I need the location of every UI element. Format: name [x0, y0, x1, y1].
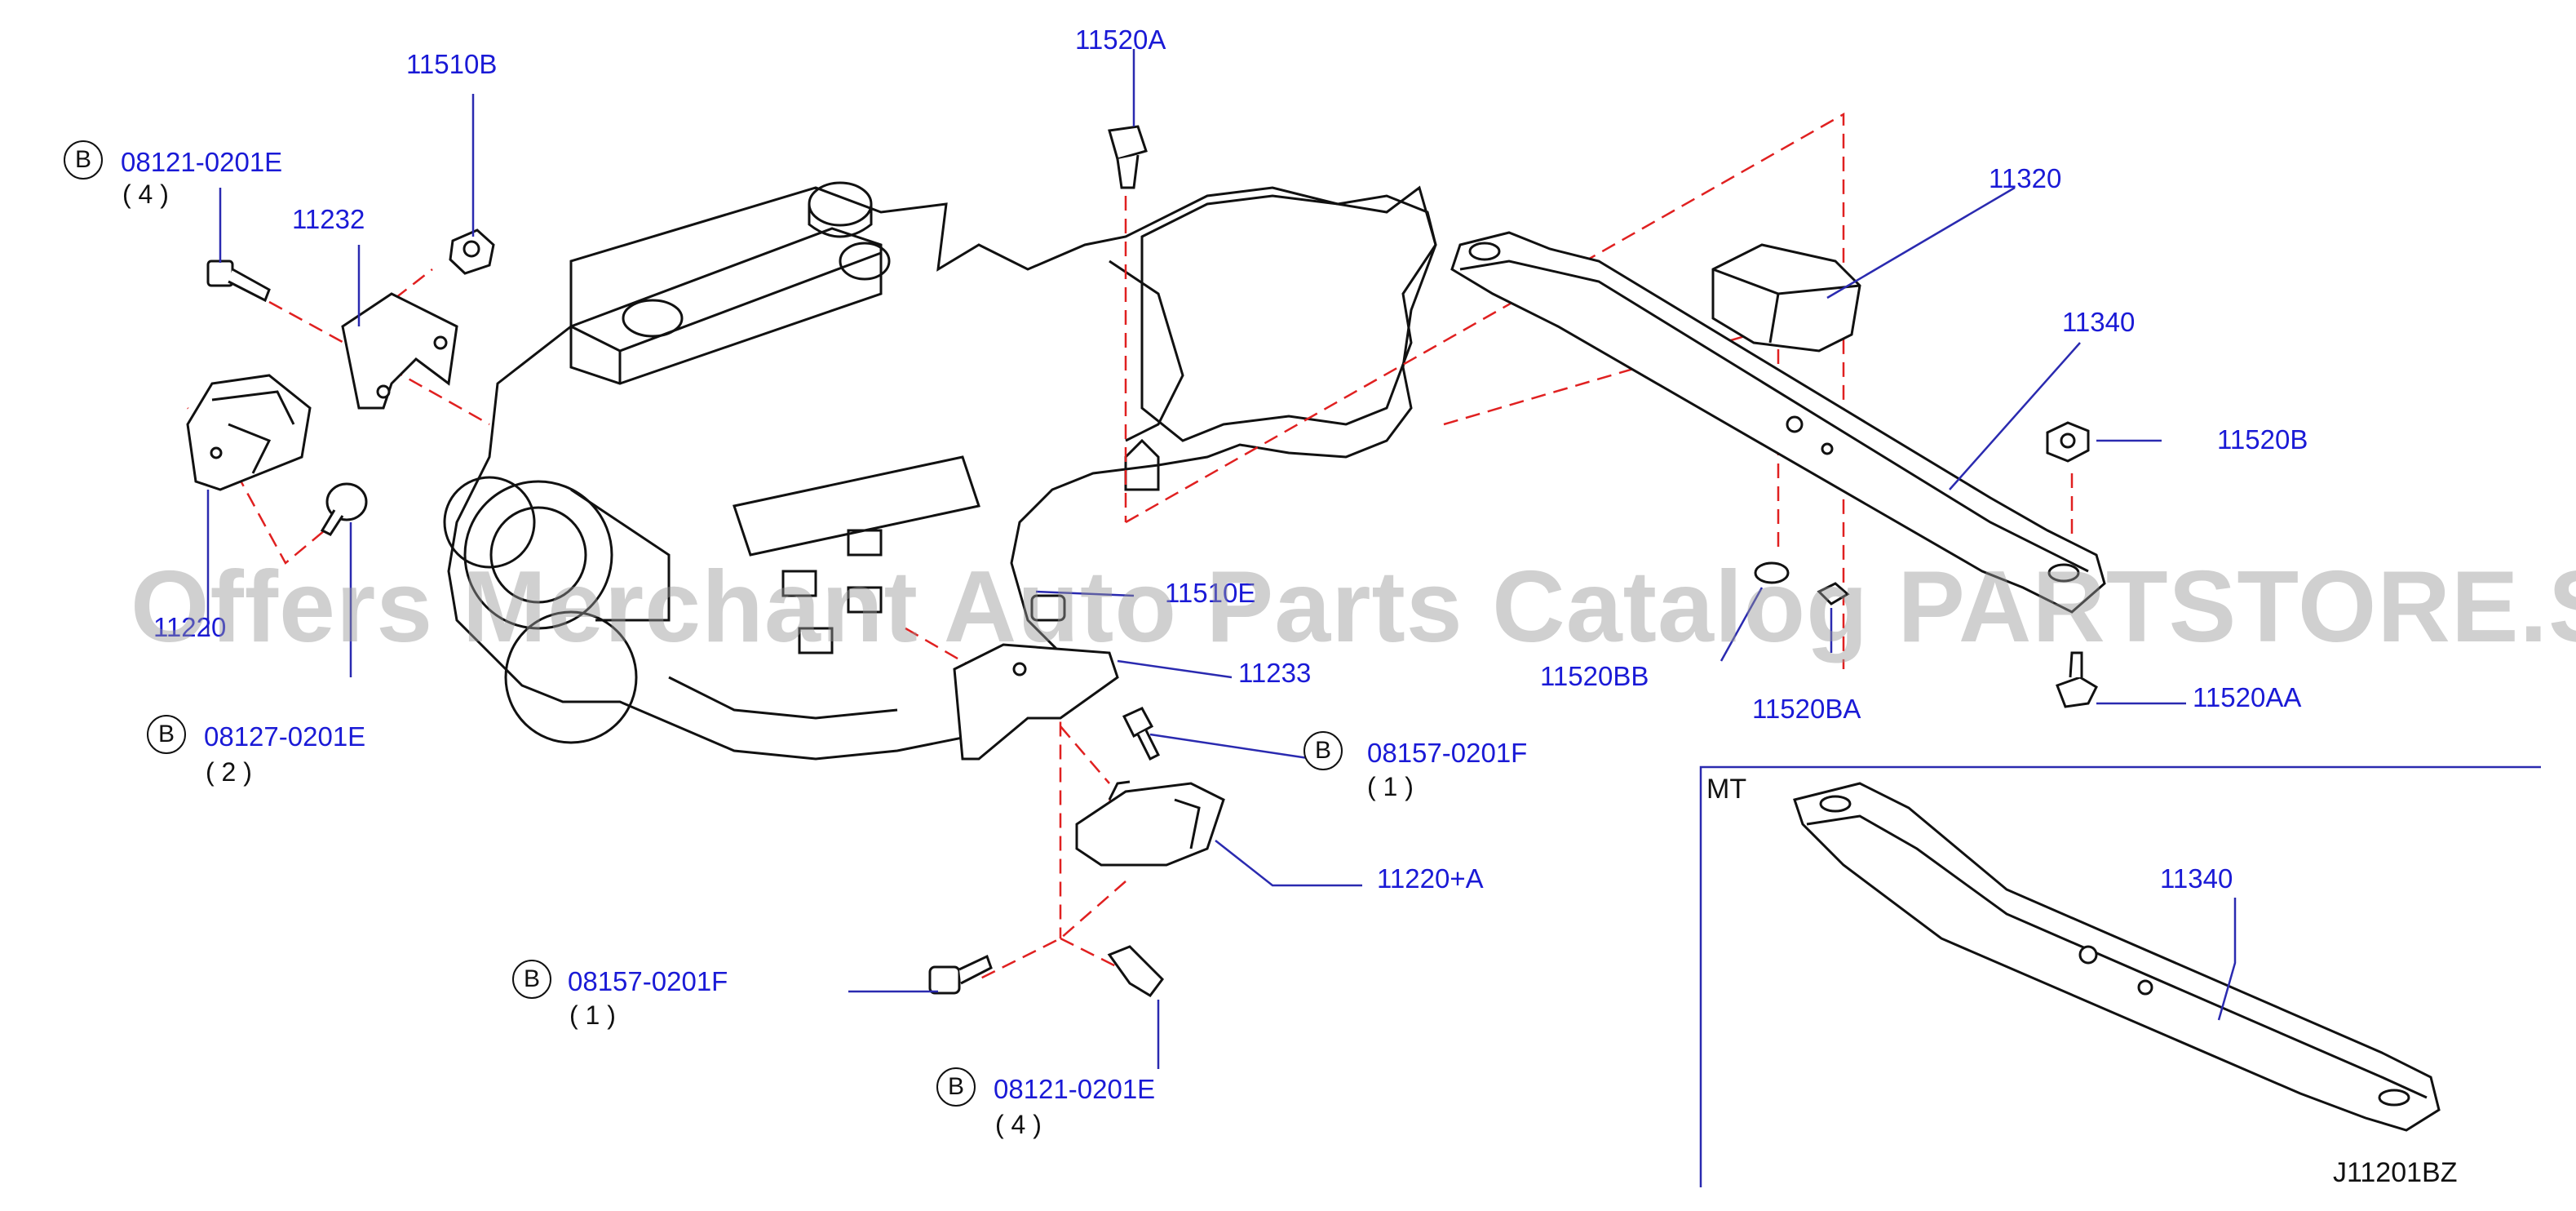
engine-mount-11220a-icon	[1075, 780, 1225, 867]
nut-11520b-icon	[2046, 421, 2090, 463]
bracket-11233-icon	[953, 594, 1119, 761]
bolt-08127-icon	[320, 482, 368, 536]
b-marker-text: B	[947, 1073, 964, 1100]
mt-inset	[1699, 765, 2541, 1187]
washer-11520bb-icon	[1754, 561, 1790, 584]
qty-08157-right: ( 1 )	[1367, 772, 1414, 801]
leader-lines	[206, 49, 2237, 1069]
label-11320[interactable]: 11320	[1989, 163, 2062, 193]
bolt-08157-right-icon	[1122, 707, 1161, 761]
qty-08157-left: ( 1 )	[569, 1000, 616, 1030]
bolt-08121-top-icon	[206, 260, 271, 303]
b-marker-08121-bottom: B	[936, 1067, 976, 1107]
label-11520ba[interactable]: 11520BA	[1752, 694, 1861, 724]
b-marker-08127: B	[147, 715, 186, 754]
label-11220[interactable]: 11220	[153, 612, 227, 642]
b-marker-08157-right: B	[1303, 731, 1343, 770]
b-marker-text: B	[157, 721, 175, 747]
bolt-08157-left-icon	[928, 954, 993, 995]
b-marker-text: B	[74, 146, 91, 173]
label-11232[interactable]: 11232	[292, 204, 365, 234]
qty-08127: ( 2 )	[206, 757, 252, 787]
label-11340-lower[interactable]: 11340	[2160, 863, 2233, 894]
label-11520aa[interactable]: 11520AA	[2193, 682, 2302, 712]
label-08157-0201f-right[interactable]: 08157-0201F	[1367, 738, 1528, 768]
label-11520a[interactable]: 11520A	[1075, 24, 1166, 55]
bolt-11520a-icon	[1108, 125, 1148, 189]
engine-drawing	[443, 181, 1437, 761]
crossmember-11340-upper-icon	[1450, 231, 2106, 614]
crossmember-11340-lower-icon	[1793, 782, 2441, 1132]
label-11510b[interactable]: 11510B	[406, 49, 498, 79]
b-marker-08121-top: B	[64, 140, 103, 180]
b-marker-08157-left: B	[512, 960, 551, 999]
label-11520b[interactable]: 11520B	[2217, 424, 2308, 455]
nut-11510b-icon	[449, 228, 495, 275]
bolt-11520aa-icon	[2056, 651, 2098, 708]
watermark-text: Offers Merchant Auto Parts Catalog PARTS…	[131, 551, 2576, 663]
label-11510e[interactable]: 11510E	[1165, 578, 1256, 608]
label-11233[interactable]: 11233	[1238, 658, 1312, 688]
label-08157-0201f-left[interactable]: 08157-0201F	[568, 966, 728, 996]
inset-label-mt: MT	[1706, 774, 1747, 805]
mount-11320-icon	[1711, 243, 1861, 353]
bolt-08121-bottom-icon	[1107, 945, 1164, 997]
b-marker-text: B	[523, 965, 540, 992]
b-marker-text: B	[1314, 737, 1331, 764]
diagram-code: J11201BZ	[2333, 1157, 2458, 1188]
washer-11520ba-icon	[1817, 582, 1850, 606]
small-parts	[186, 125, 2098, 997]
label-11220-a[interactable]: 11220+A	[1377, 863, 1484, 894]
label-08121-0201e-bottom[interactable]: 08121-0201E	[994, 1074, 1156, 1104]
label-11340-upper[interactable]: 11340	[2062, 307, 2136, 337]
label-11520bb[interactable]: 11520BB	[1540, 661, 1649, 691]
label-08127-0201e[interactable]: 08127-0201E	[204, 721, 366, 752]
qty-08121-bottom: ( 4 )	[995, 1110, 1042, 1139]
label-08121-0201e-top[interactable]: 08121-0201E	[121, 147, 283, 177]
qty-08121-top: ( 4 )	[122, 180, 169, 209]
engine-mount-11220-icon	[186, 374, 312, 491]
bracket-11232-icon	[341, 292, 458, 410]
